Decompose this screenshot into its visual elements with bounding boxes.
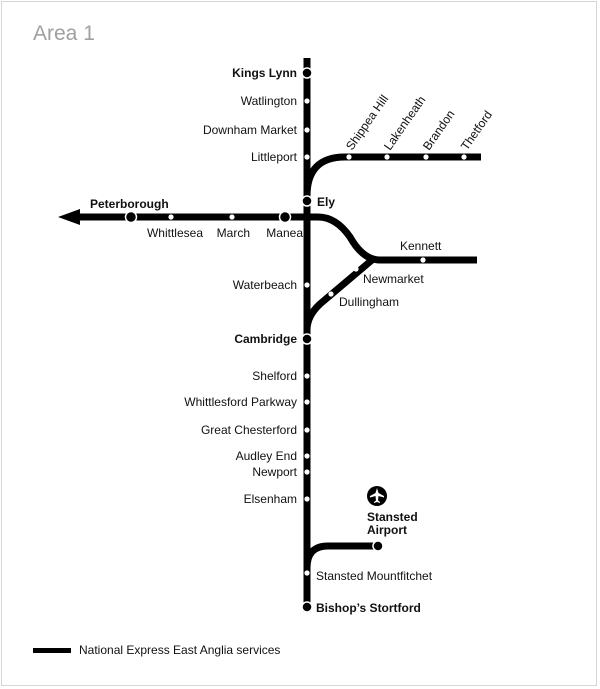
- label-audley-end: Audley End: [236, 449, 297, 463]
- station-kennett: [420, 257, 426, 263]
- station-dullingham: [328, 291, 334, 297]
- label-littleport: Littleport: [251, 150, 298, 164]
- label-manea: Manea: [266, 226, 303, 240]
- peterborough-line: [72, 213, 477, 264]
- label-stansted-airport-line1: Stansted: [367, 510, 418, 524]
- station-ely: [301, 195, 313, 207]
- station-brandon: [423, 154, 429, 160]
- label-brandon: Brandon: [420, 108, 457, 153]
- label-cambridge: Cambridge: [234, 332, 297, 346]
- newmarket-branch: [303, 257, 375, 331]
- station-elsenham: [304, 496, 310, 502]
- station-audley-end: [304, 453, 310, 459]
- label-dullingham: Dullingham: [339, 295, 399, 309]
- label-kings-lynn: Kings Lynn: [232, 66, 297, 80]
- label-stansted-airport-line2: Airport: [367, 523, 407, 537]
- label-waterbeach: Waterbeach: [233, 278, 297, 292]
- station-stansted-mountfitchet: [304, 570, 310, 576]
- station-watlington: [304, 98, 310, 104]
- label-downham-market: Downham Market: [203, 123, 298, 137]
- label-watlington: Watlington: [241, 94, 297, 108]
- station-thetford: [461, 154, 467, 160]
- label-ely: Ely: [317, 195, 335, 209]
- label-thetford: Thetford: [458, 108, 495, 153]
- station-great-chesterford: [304, 427, 310, 433]
- station-whittlesea: [168, 214, 174, 220]
- legend-label: National Express East Anglia services: [79, 643, 281, 657]
- station-bishops-stortford: [301, 601, 313, 613]
- station-kings-lynn: [301, 67, 313, 79]
- label-newport: Newport: [252, 465, 297, 479]
- thetford-branch: [303, 153, 481, 197]
- station-waterbeach: [304, 282, 310, 288]
- station-newmarket: [353, 266, 359, 272]
- peterborough-arrow-icon: [58, 209, 80, 225]
- station-lakenheath: [384, 154, 390, 160]
- station-shippea-hill: [346, 154, 352, 160]
- label-march: March: [217, 226, 250, 240]
- station-manea: [278, 210, 292, 224]
- station-whittlesford-parkway: [304, 399, 310, 405]
- label-newmarket: Newmarket: [363, 272, 424, 286]
- label-stansted-mountfitchet: Stansted Mountfitchet: [316, 569, 433, 583]
- stansted-branch: [303, 542, 378, 569]
- station-shelford: [304, 373, 310, 379]
- station-cambridge: [301, 333, 313, 345]
- station-march: [229, 214, 235, 220]
- station-littleport: [304, 154, 310, 160]
- station-stansted-airport: [372, 540, 384, 552]
- legend: National Express East Anglia services: [33, 643, 280, 657]
- label-elsenham: Elsenham: [244, 492, 297, 506]
- label-kennett: Kennett: [400, 239, 442, 253]
- legend-line-swatch: [33, 647, 71, 653]
- station-downham-market: [304, 127, 310, 133]
- label-shelford: Shelford: [252, 369, 297, 383]
- label-peterborough: Peterborough: [90, 197, 169, 211]
- label-whittlesford-parkway: Whittlesford Parkway: [184, 395, 297, 409]
- station-newport: [304, 469, 310, 475]
- label-great-chesterford: Great Chesterford: [201, 423, 297, 437]
- airport-icon: [367, 486, 387, 506]
- label-whittlesea: Whittlesea: [147, 226, 203, 240]
- area-title: Area 1: [33, 22, 95, 45]
- label-bishops-stortford: Bishop’s Stortford: [316, 601, 421, 615]
- station-peterborough: [124, 210, 138, 224]
